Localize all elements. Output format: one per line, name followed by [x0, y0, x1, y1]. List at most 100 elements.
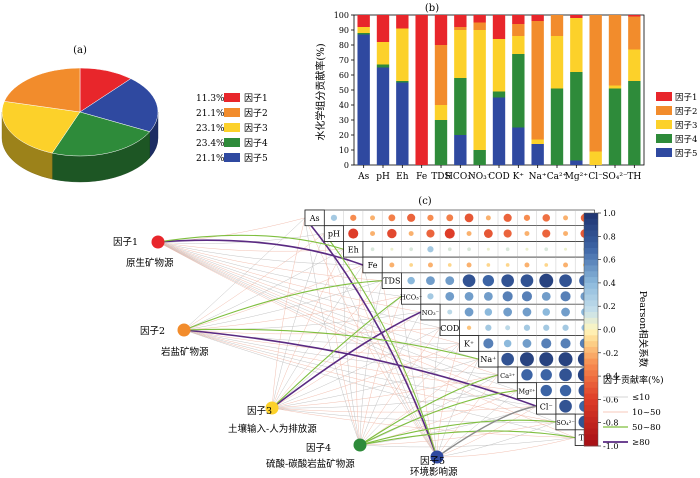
correlation-circle: [466, 262, 472, 268]
network-link-strong: [359, 419, 556, 446]
bar-segment: [550, 88, 564, 165]
colorbar-segment: [584, 346, 598, 354]
pie-top: [1, 67, 159, 157]
correlation-circle: [486, 263, 491, 267]
colorbar-segment: [584, 236, 598, 243]
heatmap-diagonal-cell: [536, 397, 557, 415]
heatmap-variable-label: Ca²⁺: [500, 372, 516, 380]
correlation-circle: [388, 214, 396, 222]
network-legend-label: ≤10: [632, 393, 650, 403]
network-link-weak: [157, 233, 325, 244]
colorbar-segment: [584, 440, 598, 447]
colorbar-segment: [584, 300, 598, 307]
network-link-weak: [271, 390, 518, 409]
bar-segment: [570, 160, 583, 165]
correlation-circle: [485, 215, 491, 221]
heatmap-diagonal-cell: [458, 335, 480, 352]
heatmap-diagonal-cell: [323, 225, 344, 242]
network-link-weak: [271, 407, 556, 423]
bar-segment: [608, 85, 622, 89]
network-link-weak: [157, 241, 441, 328]
bar-segment: [531, 144, 544, 165]
network-legend-label: ≥80: [632, 438, 650, 448]
colorbar-segment: [584, 422, 598, 429]
network-link-weak: [271, 327, 441, 409]
colorbar-segment: [584, 242, 598, 249]
correlation-circle: [542, 229, 551, 238]
correlation-circle: [387, 228, 397, 239]
colorbar-tick-label: 0.8: [603, 232, 616, 241]
network-link-weak: [157, 241, 421, 313]
correlation-circle: [505, 247, 510, 252]
correlation-circle: [520, 274, 534, 287]
correlation-circle: [540, 384, 552, 397]
colorbar-segment: [584, 312, 598, 319]
correlation-circle: [505, 325, 511, 331]
network-link-weak: [183, 280, 383, 331]
correlation-circle: [484, 308, 493, 316]
colorbar-segment: [584, 294, 598, 301]
network-link-weak: [157, 241, 518, 391]
bar-xtick-label: Cl⁻: [588, 172, 603, 182]
colorbar-segment: [584, 393, 598, 400]
network-link-weak: [356, 264, 364, 446]
network-link-weak: [183, 233, 325, 331]
bar-segment: [434, 15, 448, 45]
pie-legend-label-4: 因子4: [244, 138, 268, 149]
bar-ytick-label: 30: [339, 116, 349, 125]
bar-segment: [492, 97, 506, 165]
correlation-circle: [483, 229, 493, 238]
bar-ylabel: 水化学组分贡献率(%): [314, 43, 327, 140]
bar-segment: [608, 15, 622, 86]
bar-segment: [589, 15, 602, 152]
colorbar-segment: [584, 218, 598, 226]
correlation-circle: [445, 276, 455, 286]
factor-node-label-5: 因子5: [420, 456, 445, 467]
bar-segment: [454, 15, 467, 27]
bar-segment: [396, 82, 409, 165]
factor-source-label-4: 硫酸-碳酸岩盐矿物源: [266, 458, 355, 470]
bar-segment: [570, 18, 583, 72]
correlation-circle: [370, 215, 376, 221]
bar-segment: [512, 36, 525, 54]
heatmap-variable-label: Cl⁻: [540, 402, 553, 411]
bar-segment: [531, 21, 544, 140]
bar-legend-label-5: 因子5: [675, 149, 697, 159]
pie-legend-label-2: 因子2: [244, 108, 268, 119]
pie-slice-2: [3, 67, 81, 113]
bar-segment: [357, 15, 370, 27]
network-link-weak: [436, 421, 556, 458]
colorbar-segment: [584, 381, 598, 389]
heatmap-variable-label: Fe: [368, 261, 378, 270]
network-link-weak: [324, 233, 438, 458]
bar-segment: [570, 15, 583, 18]
correlation-circle: [542, 214, 551, 222]
colorbar-segment: [584, 329, 598, 336]
factor-node-label-3: 因子3: [247, 406, 272, 417]
colorbar-segment: [584, 364, 598, 371]
correlation-circle: [350, 214, 357, 221]
network-link-strong: [183, 329, 537, 408]
correlation-circle: [541, 291, 551, 301]
correlation-circle: [427, 214, 434, 221]
factor-node-4: [353, 438, 367, 452]
pie-legend-value-5: 21.1%: [196, 154, 225, 164]
correlation-circle: [501, 274, 514, 287]
correlation-circle: [444, 228, 455, 239]
bar-legend-label-4: 因子4: [675, 135, 697, 145]
network-link-strong: [271, 295, 402, 409]
heatmap-variable-label: Eh: [348, 245, 359, 254]
colorbar-label: Pearson相关系数: [637, 291, 649, 368]
network-link-weak: [183, 311, 421, 331]
network-link-weak: [183, 217, 306, 331]
heatmap-diagonal-cell: [304, 209, 325, 227]
correlation-circle: [521, 291, 532, 302]
correlation-circle: [563, 215, 569, 221]
bar-xtick-label: Ca²⁺: [547, 172, 568, 182]
network-link-weak: [157, 241, 479, 360]
network-link-weak: [183, 249, 344, 331]
correlation-network-panel: (c) AspHEhFeTDSHCO₃⁻NO₃⁻CODK⁺Na⁺Ca²⁺Mg²⁺…: [113, 196, 664, 478]
correlation-circle: [447, 309, 453, 315]
bar-segment: [473, 150, 486, 165]
